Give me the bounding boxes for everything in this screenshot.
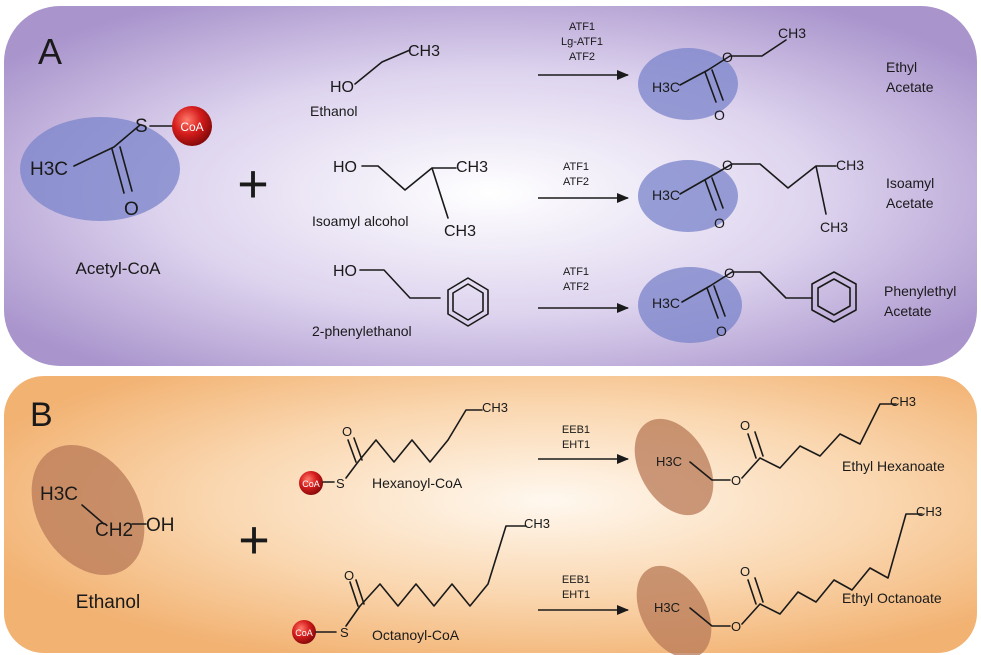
hexanoyl-coa-name: Hexanoyl-CoA <box>372 475 463 491</box>
enzyme-atf2-r3: ATF2 <box>563 281 589 293</box>
ethyl-acetate-ester-o: O <box>722 49 733 65</box>
isoamyl-methyl-1: CH3 <box>456 159 488 176</box>
phenylethyl-acetate-name-1: Phenylethyl <box>884 283 956 299</box>
panel-b-background <box>4 376 977 653</box>
acetyl-highlight <box>20 117 180 221</box>
acetyl-methyl: H3C <box>30 159 68 180</box>
octanoyl-terminal: CH3 <box>524 516 550 531</box>
ethyl-acetate-name-2: Acetate <box>886 79 934 95</box>
ethyl-acetate-name-1: Ethyl <box>886 59 917 75</box>
isoamyl-acetate-name-1: Isoamyl <box>886 175 934 191</box>
reaction-row-octanoyl: CoA S O CH3 Octanoyl-CoA EEB1 EHT1 H3C O… <box>292 504 942 655</box>
acetyl-coa-structure: H3C S O CoA Acetyl-CoA <box>20 106 212 278</box>
panel-b-label: B <box>30 396 53 434</box>
enzyme-atf1-r1: ATF1 <box>569 21 595 33</box>
isoamyl-hydroxyl: HO <box>333 159 357 176</box>
coa-ball <box>172 106 212 146</box>
isoamyl-acetate-name-2: Acetate <box>886 195 934 211</box>
enzyme-lg-atf1-r1: Lg-ATF1 <box>561 36 603 48</box>
enzyme-eeb1-r1: EEB1 <box>562 424 590 436</box>
reaction-row-ethanol: HO CH3 Ethanol ATF1 Lg-ATF1 ATF2 H3C O O… <box>310 21 934 123</box>
enzyme-eeb1-r2: EEB1 <box>562 574 590 586</box>
panel-a-label: A <box>38 31 62 72</box>
octanoyl-coa-name: Octanoyl-CoA <box>372 627 460 643</box>
ethanol-hydroxyl: HO <box>330 79 354 96</box>
ethanol-hydroxyl-b: OH <box>146 515 175 536</box>
acetyl-coa-name: Acetyl-CoA <box>75 259 161 278</box>
panel-b: B H3C CH2 OH Ethanol + CoA S O CH3 Hexan… <box>4 376 977 655</box>
isoamyl-acetate-methyl: H3C <box>652 187 680 203</box>
hexanoyl-oxygen: O <box>342 424 352 439</box>
panel-a: A H3C S O CoA Acetyl-CoA + HO CH3 Ethano… <box>4 6 977 366</box>
ethyl-octanoate-ester-o: O <box>731 619 741 634</box>
ethanol-methylene: CH2 <box>95 520 133 541</box>
octanoyl-sulfur: S <box>340 625 349 640</box>
isoamyl-acetate-highlight <box>638 160 738 232</box>
ethyl-hexanoate-highlight <box>634 418 714 516</box>
phenylethanol-hydroxyl: HO <box>333 263 357 280</box>
enzyme-atf2-r2: ATF2 <box>563 176 589 188</box>
coa-label: CoA <box>180 120 203 134</box>
hexanoyl-coa-ball <box>299 471 323 495</box>
octanoyl-oxygen: O <box>344 568 354 583</box>
phenylethyl-acetate-ester-o: O <box>724 265 735 281</box>
enzyme-atf1-r2: ATF1 <box>563 161 589 173</box>
ethyl-octanoate-name: Ethyl Octanoate <box>842 590 942 606</box>
reaction-row-isoamyl: HO CH3 CH3 Isoamyl alcohol ATF1 ATF2 H3C… <box>312 157 934 240</box>
phenylethyl-acetate-carbonyl-o: O <box>716 323 727 339</box>
plus-sign-b: + <box>238 510 270 570</box>
enzyme-atf2-r1: ATF2 <box>569 51 595 63</box>
ethyl-hexanoate-terminal: CH3 <box>890 394 916 409</box>
enzyme-eht1-r2: EHT1 <box>562 589 590 601</box>
ethyl-octanoate-methyl: H3C <box>654 600 680 615</box>
ethyl-octanoate-terminal: CH3 <box>916 504 942 519</box>
ethyl-octanoate-carbonyl-o: O <box>740 564 750 579</box>
ethanol-methyl: CH3 <box>408 43 440 60</box>
octanoyl-coa-label: CoA <box>295 628 313 638</box>
isoamyl-name: Isoamyl alcohol <box>312 213 409 229</box>
hexanoyl-terminal: CH3 <box>482 400 508 415</box>
octanoyl-coa-ball <box>292 620 316 644</box>
isoamyl-acetate-methyl-1: CH3 <box>836 157 864 173</box>
ethyl-hexanoate-ester-o: O <box>731 473 741 488</box>
ethanol-name: Ethanol <box>310 103 357 119</box>
ethyl-acetate-terminal: CH3 <box>778 25 806 41</box>
ethanol-structure: H3C CH2 OH Ethanol <box>31 444 175 613</box>
phenylethanol-name: 2-phenylethanol <box>312 323 412 339</box>
phenylethyl-acetate-methyl: H3C <box>652 295 680 311</box>
phenylethyl-acetate-highlight <box>638 267 742 343</box>
ethanol-donor-name: Ethanol <box>76 592 140 613</box>
acetyl-oxygen: O <box>124 199 139 220</box>
ethyl-octanoate-highlight <box>636 565 712 655</box>
ethyl-acetate-methyl: H3C <box>652 79 680 95</box>
reaction-row-hexanoyl: CoA S O CH3 Hexanoyl-CoA EEB1 EHT1 H3C O… <box>299 394 945 516</box>
isoamyl-acetate-ester-o: O <box>722 157 733 173</box>
hexanoyl-coa-label: CoA <box>302 479 320 489</box>
ethyl-hexanoate-methyl: H3C <box>656 454 682 469</box>
acetyl-sulfur: S <box>135 116 148 137</box>
enzyme-atf1-r3: ATF1 <box>563 266 589 278</box>
ethyl-hexanoate-name: Ethyl Hexanoate <box>842 458 945 474</box>
isoamyl-acetate-carbonyl-o: O <box>714 215 725 231</box>
plus-sign-a: + <box>237 154 269 214</box>
ethyl-acetate-carbonyl-o: O <box>714 107 725 123</box>
isoamyl-acetate-methyl-2: CH3 <box>820 219 848 235</box>
phenylethyl-acetate-name-2: Acetate <box>884 303 932 319</box>
enzyme-eht1-r1: EHT1 <box>562 439 590 451</box>
hexanoyl-sulfur: S <box>336 476 345 491</box>
reaction-row-phenylethanol: HO 2-phenylethanol ATF1 ATF2 H3C O O Phe… <box>312 263 956 343</box>
ethanol-methyl: H3C <box>40 484 78 505</box>
isoamyl-methyl-2: CH3 <box>444 223 476 240</box>
ethyl-hexanoate-carbonyl-o: O <box>740 418 750 433</box>
